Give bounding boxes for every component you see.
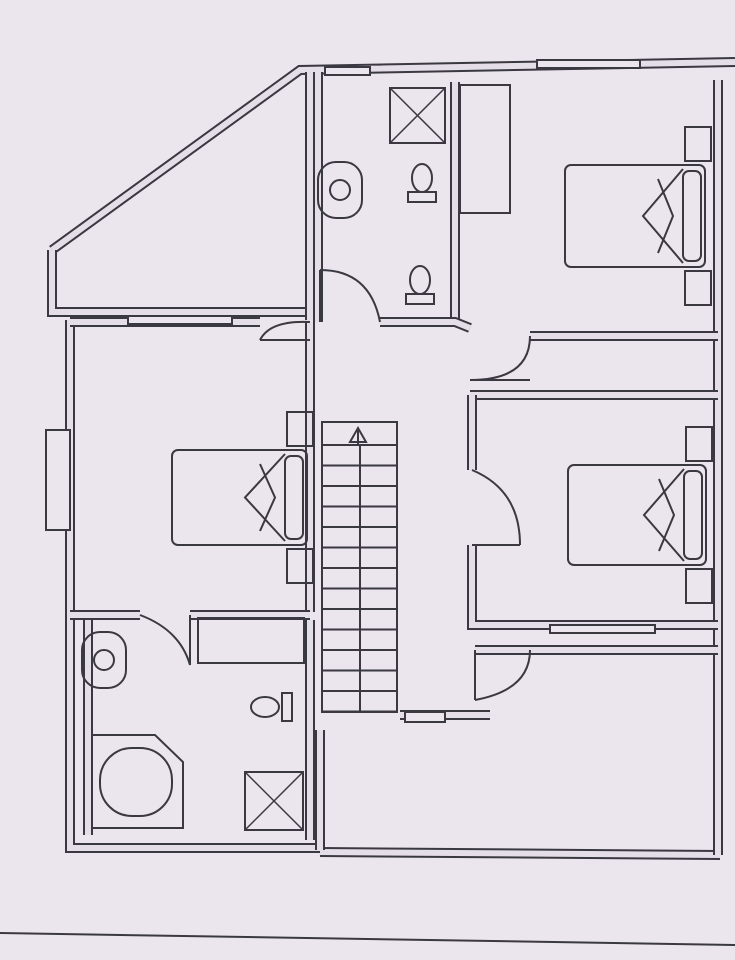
window-3 (549, 624, 656, 634)
left-outer-wall-inner (67, 320, 320, 851)
shower-bottom (244, 771, 304, 831)
bed-left-cover (243, 453, 286, 542)
bed-left (171, 449, 308, 546)
shower-bottom-cross (244, 771, 304, 831)
bed-right-nightstand-top (685, 426, 713, 462)
bed-top-right (564, 164, 706, 268)
stair-direction-arrow-icon (348, 425, 368, 445)
bathroom-bottom-wall-inner (380, 319, 472, 331)
wardrobe-top (459, 84, 511, 214)
toilet-top-1 (411, 163, 433, 193)
window-stair (404, 711, 446, 723)
door-swing-5 (474, 649, 531, 701)
window-2 (127, 315, 233, 325)
sink-bottom-basin (93, 649, 115, 671)
outer-wall-top-inner (50, 59, 735, 253)
toilet-top-1-tank (407, 191, 437, 203)
door-swing-2 (469, 335, 531, 381)
bed-left-pillow (284, 455, 304, 540)
bathtub (91, 734, 184, 829)
window-0 (324, 66, 371, 76)
left-outer-wall (65, 320, 320, 853)
window-1 (536, 59, 641, 69)
bed-right-pillow (683, 470, 703, 560)
bed-top-right-cover (641, 168, 684, 264)
bed-left-nightstand-top (286, 411, 314, 447)
bottom-outer-wall-inner (319, 849, 721, 858)
bed-right-cover (642, 468, 685, 562)
bed-top-right-nightstand-top (684, 126, 712, 162)
bed-left-nightstand-bottom (286, 548, 314, 584)
diagonal-room-bottom-wall-inner (49, 250, 310, 315)
bed-right (567, 464, 707, 566)
sink-top-basin (329, 179, 351, 201)
sink-top (317, 161, 363, 219)
outer-wall-top (49, 57, 735, 255)
bed-right-nightstand-bottom (685, 568, 713, 604)
bed-top-right-pillow (682, 170, 702, 262)
door-swing-4 (139, 614, 191, 666)
wardrobe-left (197, 617, 305, 664)
shower-top-cross (389, 87, 446, 144)
toilet-top-2 (409, 265, 431, 295)
toilet-bottom-tank (281, 692, 293, 722)
toilet-bottom (250, 696, 280, 718)
sink-bottom (81, 631, 127, 689)
shower-top (389, 87, 446, 144)
door-swing-0 (319, 269, 381, 323)
walls (47, 57, 735, 860)
bed-top-right-nightstand-bottom (684, 270, 712, 306)
bathtub-basin (99, 747, 173, 817)
fixtures (45, 59, 713, 831)
window-left (45, 429, 71, 531)
door-swing-1 (259, 320, 311, 341)
door-swing-3 (471, 469, 521, 546)
paper-edge-line (0, 932, 735, 946)
diagonal-room-bottom-wall (47, 250, 310, 317)
toilet-top-2-tank (405, 293, 435, 305)
